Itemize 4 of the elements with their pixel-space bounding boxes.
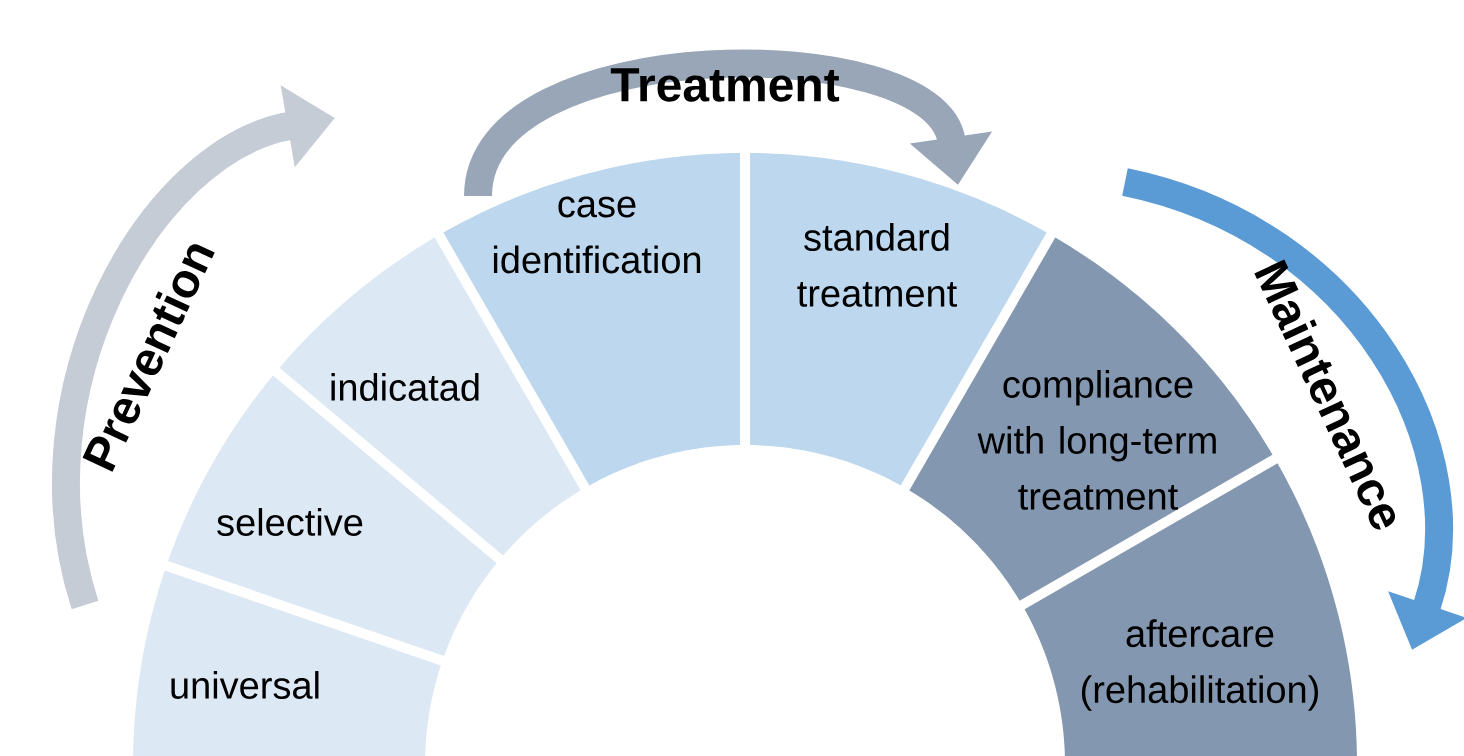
segment: universal [133, 570, 441, 756]
phase-title: Treatment [610, 68, 840, 102]
node-label: universal [171, 671, 319, 699]
node-label: aftercare (rehabilitation) [1081, 619, 1318, 711]
